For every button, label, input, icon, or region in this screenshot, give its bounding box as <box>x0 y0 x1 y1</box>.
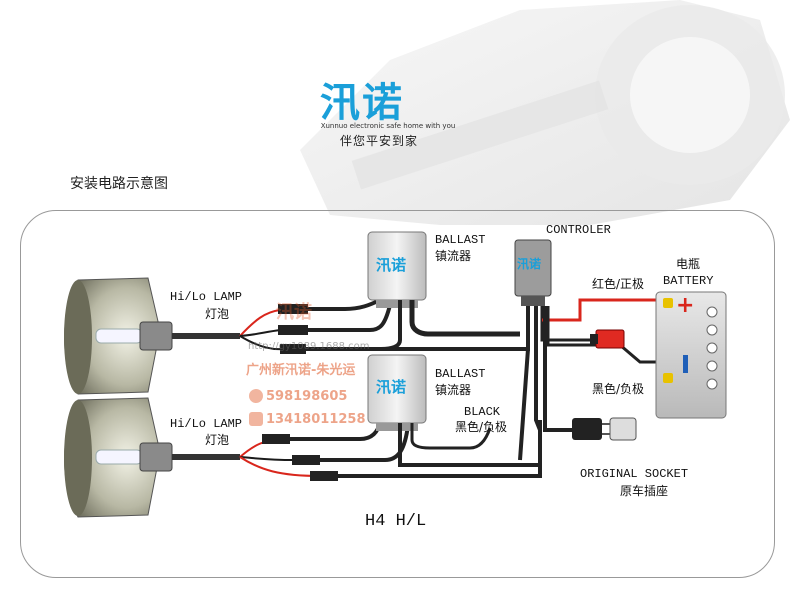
controller-label: CONTROLER <box>546 223 611 237</box>
watermark-phone: 13418011258 <box>266 412 366 427</box>
battery-label: BATTERY <box>663 274 714 288</box>
brand-slogan: 伴您平安到家 <box>340 134 419 148</box>
lower-ballast-label: BALLAST <box>435 367 486 381</box>
watermark-qq: 598198605 <box>266 389 348 404</box>
battery-plus-sign: + <box>676 293 695 318</box>
lower-lamp-label-cn: 灯泡 <box>205 433 230 447</box>
fuse-holder <box>590 329 625 349</box>
diagram-frame <box>20 210 775 578</box>
black-wire-label: BLACK <box>464 405 501 419</box>
positive-wire-label: 红色/正极 <box>592 277 645 291</box>
upper-lamp-label-cn: 灯泡 <box>205 307 230 321</box>
upper-headlamp <box>64 277 240 395</box>
battery-label-cn: 电瓶 <box>676 257 701 271</box>
upper-lamp-label: Hi/Lo LAMP <box>170 290 243 304</box>
model-label: H4 H/L <box>365 512 427 531</box>
diagram-title: 安装电路示意图 <box>70 176 168 192</box>
lower-ballast-logo: 汛诺 <box>376 378 407 396</box>
lower-lamp-label: Hi/Lo LAMP <box>170 417 243 431</box>
upper-ballast-logo: 汛诺 <box>376 256 407 274</box>
upper-ballast-label: BALLAST <box>435 233 486 247</box>
phone-icon <box>249 412 263 426</box>
upper-ballast-label-cn: 镇流器 <box>435 249 472 263</box>
qq-icon <box>249 389 263 403</box>
lower-headlamp <box>64 397 240 518</box>
battery <box>655 291 727 419</box>
negative-wire-label: 黑色/负极 <box>592 382 645 396</box>
controller-unit <box>514 239 665 461</box>
hid-bulb-background-image <box>300 0 790 225</box>
watermark-url: http://gy1089.1688.com <box>248 341 370 352</box>
controller-logo: 汛诺 <box>517 257 542 271</box>
brand-tagline: Xunnuo electronic safe home with you <box>320 122 456 130</box>
watermark-logo: 汛诺 <box>276 302 312 323</box>
black-wire-label-cn: 黑色/负极 <box>455 420 508 434</box>
watermark-company: 广州新汛诺-朱光运 <box>246 363 356 378</box>
lower-ballast-label-cn: 镇流器 <box>435 383 472 397</box>
original-socket-connector <box>572 417 637 441</box>
original-socket-label-cn: 原车插座 <box>620 484 669 498</box>
upper-ballast <box>367 231 520 351</box>
original-socket-label: ORIGINAL SOCKET <box>580 467 689 481</box>
brand-logo: 汛诺 <box>320 80 404 126</box>
lower-ballast <box>367 354 540 467</box>
